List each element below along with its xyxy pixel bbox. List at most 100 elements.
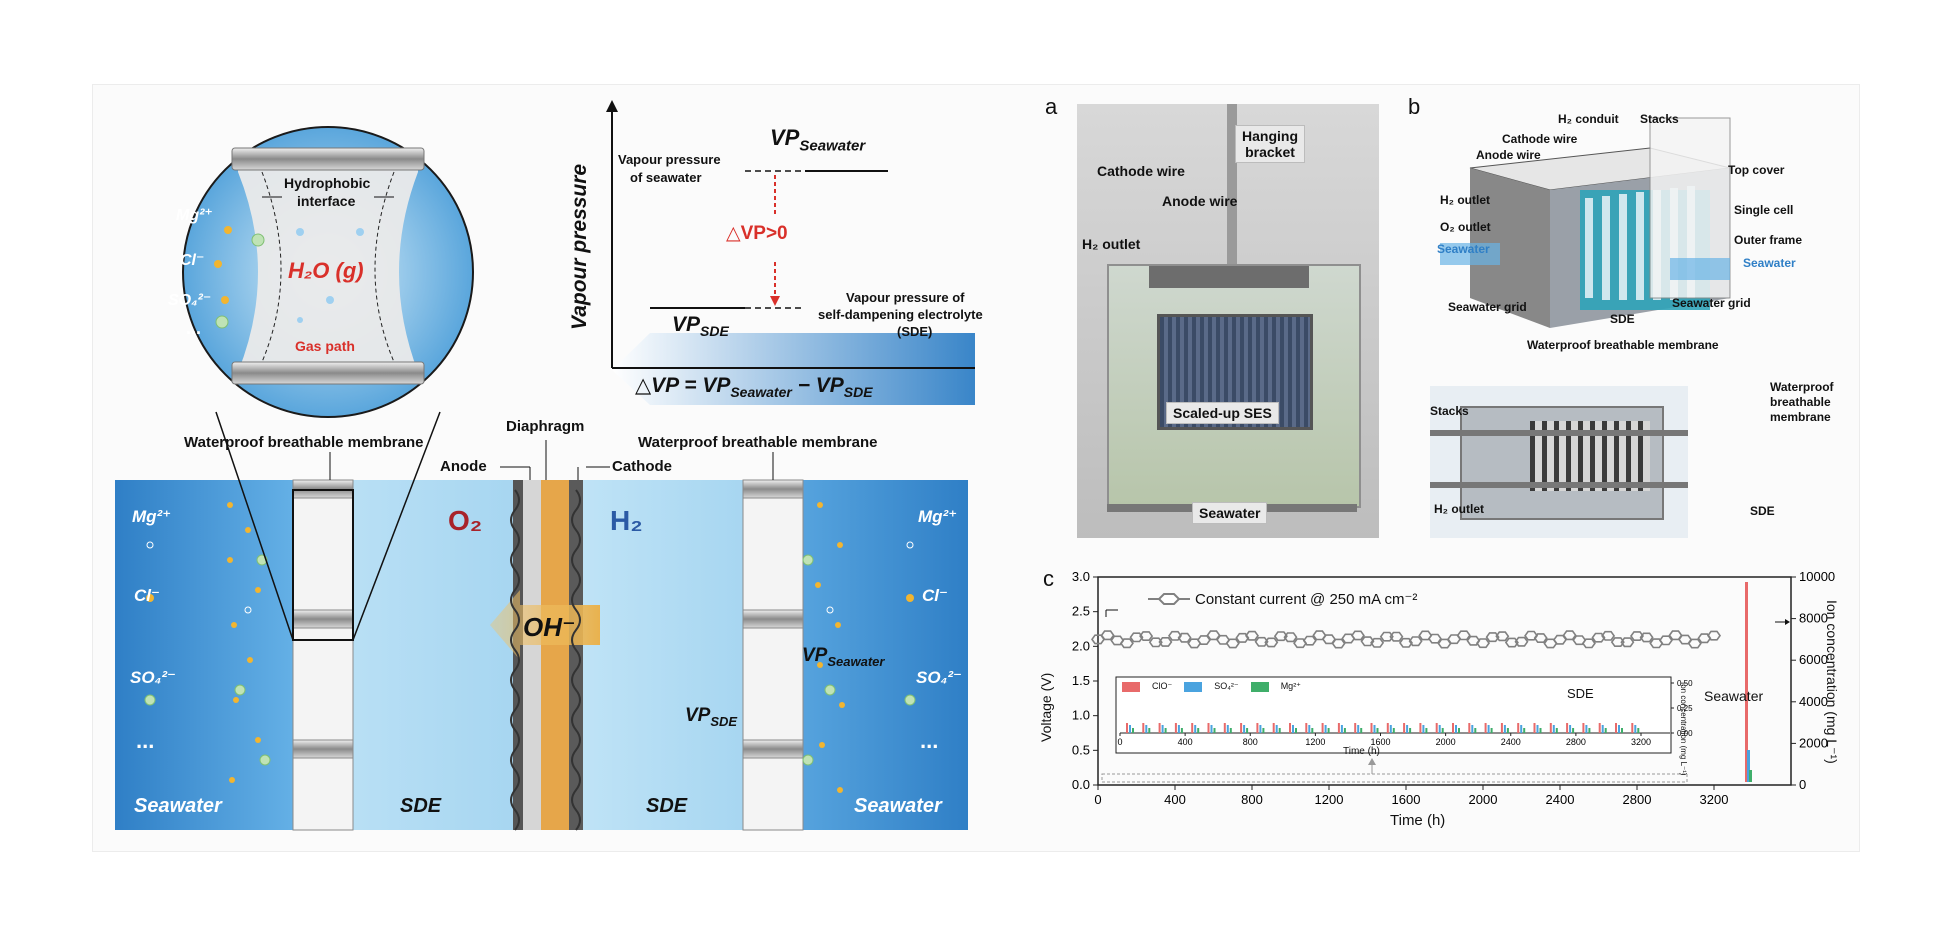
c-inset-so4-bar (1406, 725, 1409, 733)
c-voltage-marker (1283, 632, 1298, 643)
b-seawater-right-label: Seawater (1743, 256, 1796, 270)
cathode-label: Cathode (612, 458, 672, 475)
c-voltage-marker (1658, 635, 1673, 646)
b-membrane2-label3: membrane (1770, 410, 1831, 424)
c-voltage-marker (1235, 632, 1250, 643)
c-inset-mg-bar (1360, 728, 1363, 733)
vp-equation: △VP = VPSeawater − VPSDE (635, 374, 873, 401)
c-inset-mg-bar (1425, 728, 1428, 733)
c-voltage-marker (1254, 636, 1269, 647)
c-inset-mg-bar (1392, 728, 1395, 733)
sea-left-mg: Mg²⁺ (132, 507, 172, 526)
c-inset-frame (1115, 676, 1672, 754)
c-inset-so4-bar (1520, 725, 1523, 733)
panel-c-letter: c (1043, 566, 1054, 591)
zoom-cl-label: Cl⁻ (180, 252, 205, 269)
sde-right-region (583, 480, 743, 830)
c-inset-so4-bar (1438, 725, 1441, 733)
c-voltage-marker (1408, 636, 1423, 647)
panel-b-letter: b (1408, 94, 1421, 119)
c-inset-clo-bar (1598, 723, 1601, 733)
c-voltage-marker (1456, 630, 1471, 641)
gas-path-label: Gas path (295, 338, 355, 354)
c-seawater-clo-bar (1745, 582, 1748, 782)
c-inset-clo-bar (1370, 723, 1373, 733)
panel-c-chart: 0.00.51.01.52.02.53.0 020004000600080001… (1072, 569, 1835, 807)
c-right-tick-label: 10000 (1799, 569, 1835, 584)
membrane-left-label: Waterproof breathable membrane (184, 434, 424, 451)
diaphragm-label: Diaphragm (506, 418, 585, 435)
c-inset-mg-bar (1213, 728, 1216, 733)
c-voltage-marker (1350, 630, 1365, 641)
o2-label: O₂ (448, 505, 483, 536)
c-left-tick-label: 0.5 (1072, 742, 1090, 757)
c-inset-x-tick-label: 2000 (1436, 737, 1456, 747)
c-inset-clo-bar (1256, 723, 1259, 733)
c-inset-mg-bar (1262, 728, 1265, 733)
b-anode-wire-label: Anode wire (1476, 148, 1541, 162)
c-inset-mg-bar (1409, 728, 1412, 733)
c-inset-x-tick-label: 3200 (1631, 737, 1651, 747)
c-inset-sde-label: SDE (1567, 686, 1594, 701)
sea-left-so4: SO₄²⁻ (130, 668, 177, 687)
c-inset-clo-bar (1240, 723, 1243, 733)
c-left-tick-label: 1.0 (1072, 708, 1090, 723)
c-inset-so4-bar (1536, 725, 1539, 733)
c-xlabel: Time (h) (1390, 812, 1446, 829)
membrane-right-label: Waterproof breathable membrane (638, 434, 878, 451)
c-inset-mg-bar (1148, 728, 1151, 733)
c-voltage-marker (1687, 638, 1702, 649)
c-inset-so4-bar (1226, 725, 1229, 733)
c-voltage-marker (1399, 637, 1413, 648)
c-inset-clo-bar (1484, 723, 1487, 733)
c-inset-clo-bar (1468, 723, 1471, 733)
c-inset-mg-bar (1180, 728, 1183, 733)
c-inset-mg-bar (1490, 728, 1493, 733)
c-inset-clo-bar (1549, 723, 1552, 733)
c-voltage-marker (1601, 630, 1616, 641)
c-ylabel-left: Voltage (V) (1038, 672, 1054, 742)
c-inset-x-tick-label: 0 (1117, 737, 1122, 747)
c-inset-so4-bar (1357, 725, 1360, 733)
c-voltage-marker (1119, 638, 1134, 649)
c-inset-so4-bar (1340, 725, 1343, 733)
c-inset-mg-bar (1376, 728, 1379, 733)
c-voltage-marker (1245, 630, 1259, 641)
c-voltage-marker (1158, 637, 1173, 647)
c-ylabel-right: Ion concentration (mg L⁻¹) (1824, 600, 1840, 764)
c-voltage-marker (1620, 637, 1635, 648)
c-inset-clo-bar (1517, 723, 1520, 733)
b-stacks-label: Stacks (1640, 112, 1679, 126)
sde-right-label: SDE (646, 795, 688, 817)
c-voltage-marker (1514, 636, 1529, 647)
c-inset-so4-bar (1422, 725, 1425, 733)
c-voltage-marker (1379, 631, 1394, 642)
c-voltage-marker (1148, 637, 1163, 648)
c-voltage-marker (1293, 638, 1308, 649)
c-inset-y-tick-label: 0.00 (1677, 729, 1693, 738)
c-voltage-marker (1341, 633, 1356, 644)
c-right-tick-label: 8000 (1799, 611, 1828, 626)
c-x-tick-label: 2000 (1469, 792, 1498, 807)
c-legend-marker (1157, 593, 1181, 605)
b-h2-outlet-label: H₂ outlet (1440, 193, 1490, 207)
c-inset-so4-bar (1161, 725, 1164, 733)
zoom-so4-label: SO₄²⁻ (168, 292, 212, 309)
c-inset-clo-bar (1337, 723, 1340, 733)
c-inset-mg-bar (1295, 728, 1297, 733)
seawater-left-region (115, 480, 293, 830)
c-inset-so4-bar (1471, 725, 1474, 733)
c-inset-so4-bar (1308, 725, 1311, 733)
c-inset-so4-bar (1177, 725, 1180, 733)
c-voltage-marker (1331, 638, 1346, 649)
c-inset-mg-bar (1278, 728, 1281, 733)
c-inset-clo-bar (1142, 723, 1145, 733)
c-voltage-marker (1216, 634, 1231, 645)
c-inset-x-tick-label: 400 (1178, 737, 1193, 747)
sea-left-dots: ... (136, 728, 155, 753)
c-inset-mg-bar (1343, 728, 1346, 733)
c-inset-clo-bar (1582, 723, 1585, 733)
c-inset-clo-bar (1174, 723, 1177, 733)
c-inset-mg-bar (1327, 728, 1330, 733)
